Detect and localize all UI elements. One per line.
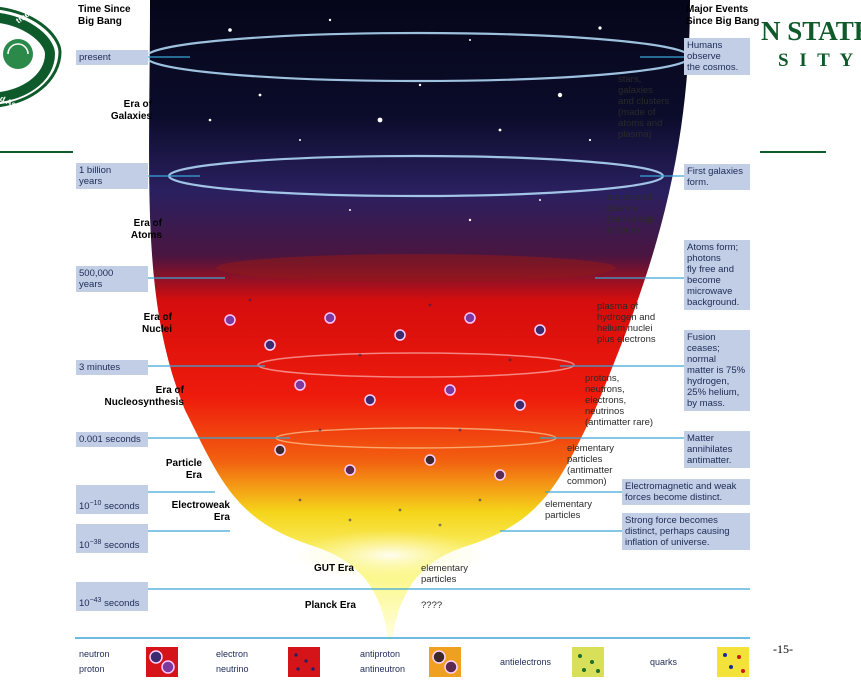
legend-quarks-label: quarks: [650, 657, 677, 668]
content-nucleosynthesis: protons, neutrons, electrons, neutrinos …: [585, 373, 653, 428]
legend-antiproton-antineutron-swatch: [429, 647, 461, 677]
page-number: -15-: [773, 642, 793, 657]
era-particle: Particle Era: [140, 458, 202, 482]
era-gut: GUT Era: [292, 563, 354, 575]
event-electroweak-split: Electromagnetic and weak forces become d…: [622, 479, 750, 505]
era-atoms: Era of Atoms: [100, 218, 162, 242]
exp-base: 10: [79, 598, 90, 609]
exp-power: −10: [90, 500, 102, 507]
time-label-500000-years: 500,000 years: [76, 266, 148, 292]
era-nuclei: Era of Nuclei: [110, 312, 172, 336]
time-label-present: present: [76, 50, 148, 65]
content-particle: elementary particles (antimatter common): [567, 443, 614, 487]
exp-power: −38: [90, 539, 102, 546]
event-strong-force: Strong force becomes distinct, perhaps c…: [622, 513, 750, 550]
exp-power: −43: [90, 597, 102, 604]
legend-electron-neutrino-swatch: [288, 647, 320, 677]
content-nuclei: plasma of hydrogen and helium nuclei plu…: [597, 301, 656, 345]
legend-electron-label: electron: [216, 649, 248, 660]
legend-antielectrons-swatch: [572, 647, 604, 677]
legend-proton-label: proton: [79, 664, 105, 675]
major-events-title: Major Events Since Big Bang: [686, 4, 759, 28]
time-since-big-bang-title: Time Since Big Bang: [78, 4, 131, 28]
event-matter-annihilates: Matter annihilates antimatter.: [684, 431, 750, 468]
content-galaxies: stars, galaxies and clusters (made of at…: [618, 74, 669, 140]
legend-quarks-swatch: [717, 647, 749, 677]
event-first-galaxies: First galaxies form.: [684, 164, 750, 190]
era-planck: Planck Era: [286, 600, 356, 612]
time-label-0001-seconds: 0.001 seconds: [76, 432, 148, 447]
legend-neutrino-label: neutrino: [216, 664, 249, 675]
legend-neutron-proton-swatch: [146, 647, 178, 677]
time-label-1e-43-seconds: 10−43 seconds: [76, 582, 148, 611]
time-label-1-billion-years: 1 billion years: [76, 163, 148, 189]
content-electroweak: elementary particles: [545, 499, 592, 521]
exp-base: 10: [79, 540, 90, 551]
event-atoms-form: Atoms form; photons fly free and become …: [684, 240, 750, 310]
legend-antiproton-label: antiproton: [360, 649, 400, 660]
exp-unit: seconds: [101, 501, 139, 512]
era-electroweak: Electroweak Era: [150, 500, 230, 524]
time-label-3-minutes: 3 minutes: [76, 360, 148, 375]
legend-antielectrons-label: antielectrons: [500, 657, 551, 668]
legend-neutron-label: neutron: [79, 649, 110, 660]
time-label-1e-10-seconds: 10−10 seconds: [76, 485, 148, 514]
event-fusion-ceases: Fusion ceases; normal matter is 75% hydr…: [684, 330, 750, 411]
era-galaxies: Era of Galaxies: [90, 99, 152, 123]
exp-unit: seconds: [101, 540, 139, 551]
era-nucleosynthesis: Era of Nucleosynthesis: [90, 385, 184, 409]
legend-antineutron-label: antineutron: [360, 664, 405, 675]
exp-base: 10: [79, 501, 90, 512]
exp-unit: seconds: [101, 598, 139, 609]
event-humans-observe: Humans observe the cosmos.: [684, 38, 750, 75]
content-gut: elementary particles: [421, 563, 468, 585]
time-label-1e-38-seconds: 10−38 seconds: [76, 524, 148, 553]
content-planck: ????: [421, 600, 442, 611]
content-atoms: atoms and plasma (stars begin to form): [607, 192, 657, 236]
